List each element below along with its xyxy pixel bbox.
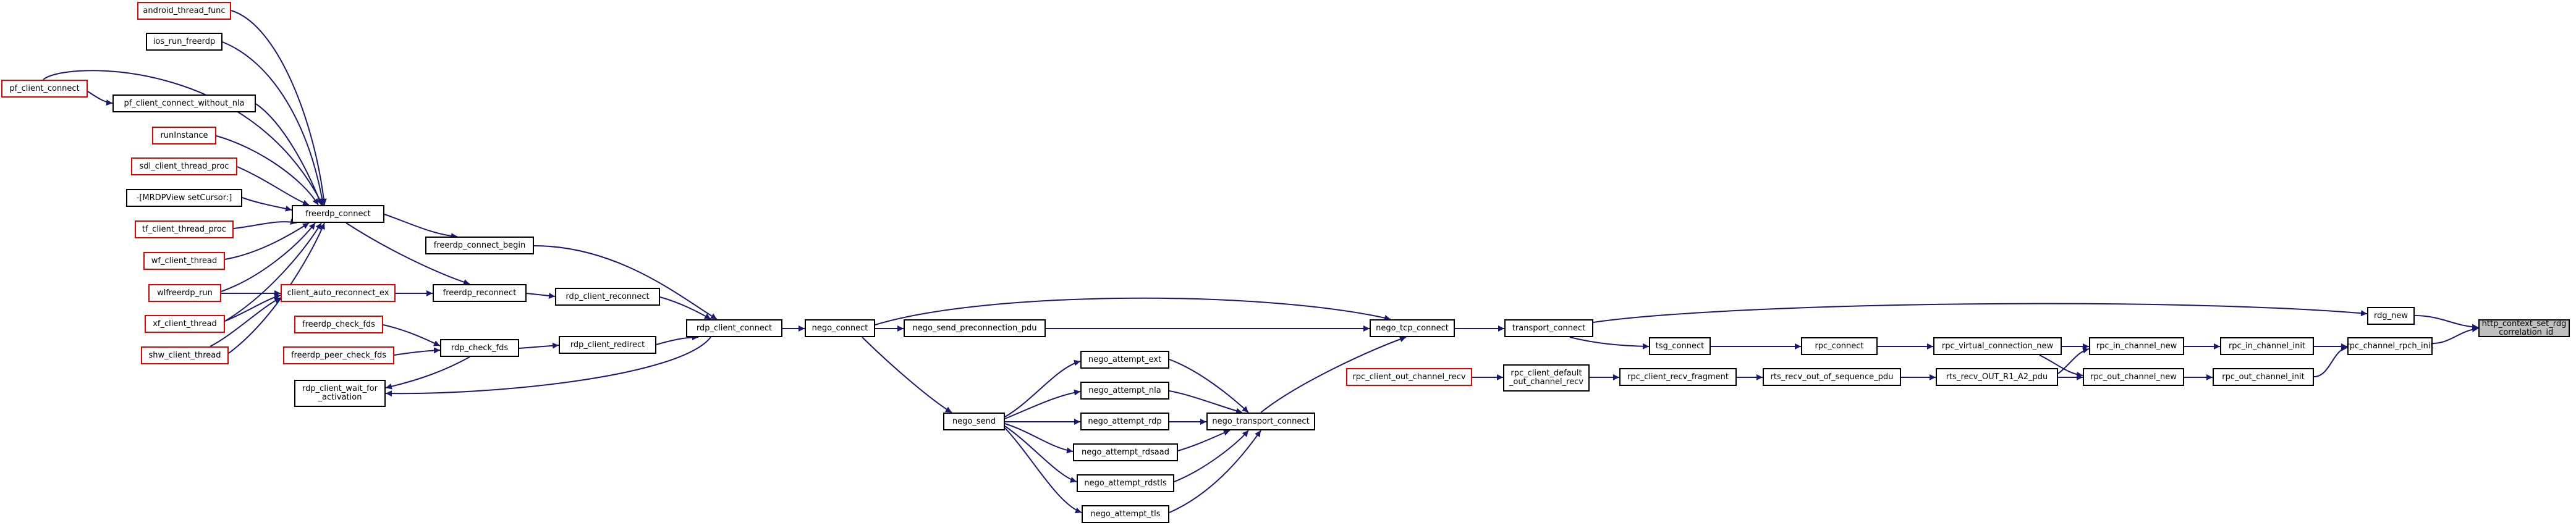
- node-android-thread-func[interactable]: android_thread_func: [137, 2, 231, 20]
- node-pf-client-connect-without-nla[interactable]: pf_client_connect_without_nla: [112, 94, 256, 112]
- node-rpc-client-recv-fragment[interactable]: rpc_client_recv_fragment: [1619, 368, 1737, 386]
- edge-send-to-rdsaad: [1004, 423, 1074, 454]
- node-nego-send-preconnection-pdu[interactable]: nego_send_preconnection_pdu: [904, 319, 1046, 337]
- edge-send-to-nla: [1004, 389, 1081, 419]
- edge-reconnect-to-client-connect: [659, 296, 711, 320]
- edge-xf-to-auto-reconnect: [224, 294, 281, 322]
- edge-ios-to-freerdp-connect: [222, 41, 326, 206]
- node-mrdpview-setcursor[interactable]: -[MRDPView setCursor:]: [126, 189, 242, 207]
- node-nego-attempt-tls[interactable]: nego_attempt_tls: [1082, 505, 1169, 523]
- node-nego-attempt-rdsaad[interactable]: nego_attempt_rdsaad: [1073, 443, 1178, 461]
- edge-transport-to-tsg: [1569, 337, 1650, 350]
- edge-peer-check-to-check: [394, 347, 441, 356]
- edge-android-to-freerdp-connect: [231, 10, 327, 206]
- node-rpc-client-out-channel-recv[interactable]: rpc_client_out_channel_recv: [1346, 368, 1472, 386]
- edge-send-to-tls: [1004, 427, 1082, 514]
- edge-pf-connect-to-freerdp-connect: [43, 70, 323, 206]
- edge-rdg-new-to-root: [2414, 315, 2479, 330]
- node-rdg-new[interactable]: rdg_new: [2367, 307, 2415, 325]
- edge-transport-to-rdg-new: [1593, 303, 2368, 323]
- node-nego-attempt-ext[interactable]: nego_attempt_ext: [1080, 351, 1169, 369]
- edge-runinstance-to-freerdp-connect: [216, 135, 319, 206]
- edge-ext-to-nego-transport: [1169, 359, 1249, 413]
- edge-rpch-init-to-root: [2432, 326, 2479, 344]
- node-rpc-out-channel-new[interactable]: rpc_out_channel_new: [2083, 368, 2184, 386]
- edge-send-to-ext: [1004, 359, 1081, 417]
- node-rts-recv-out-r1-a2-pdu[interactable]: rts_recv_OUT_R1_A2_pdu: [1936, 368, 2058, 386]
- node-tf-client-thread-proc[interactable]: tf_client_thread_proc: [135, 220, 234, 238]
- edge-send-to-rdstls: [1004, 425, 1077, 483]
- edge-freerdp-connect-to-reconnect: [345, 222, 470, 285]
- edge-check-fds-to-redirect: [519, 342, 559, 349]
- node-client-auto-reconnect-ex[interactable]: client_auto_reconnect_ex: [281, 284, 396, 302]
- node-nego-attempt-rdp[interactable]: nego_attempt_rdp: [1080, 413, 1169, 430]
- edge-rdsaad-to-nego-transport: [1177, 430, 1231, 451]
- node-rpc-in-channel-init[interactable]: rpc_in_channel_init: [2220, 337, 2314, 355]
- node-rdp-client-redirect[interactable]: rdp_client_redirect: [559, 336, 656, 354]
- edge-check-fds-to-wait: [385, 356, 470, 390]
- node-rpc-in-channel-new[interactable]: rpc_in_channel_new: [2089, 337, 2184, 355]
- node-rpc-virtual-connection-new[interactable]: rpc_virtual_connection_new: [1933, 337, 2062, 355]
- node-rts-recv-out-of-sequence-pdu[interactable]: rts_recv_out_of_sequence_pdu: [1763, 368, 1901, 386]
- edge-wlfreerdp-to-freerdp-connect: [221, 222, 316, 292]
- node-nego-tcp-connect[interactable]: nego_tcp_connect: [1370, 319, 1455, 337]
- edge-r1a2-to-in-new: [2057, 347, 2090, 374]
- edge-connect-begin-to-client-connect: [533, 245, 718, 320]
- edge-xf-to-freerdp-connect: [224, 222, 322, 322]
- node-wf-client-thread[interactable]: wf_client_thread: [143, 252, 225, 270]
- node-nego-transport-connect[interactable]: nego_transport_connect: [1206, 413, 1315, 430]
- node-freerdp-reconnect[interactable]: freerdp_reconnect: [433, 284, 527, 302]
- edge-wf-to-freerdp-connect: [224, 222, 310, 260]
- node-rdp-check-fds[interactable]: rdp_check_fds: [440, 339, 519, 357]
- edge-freerdp-connect-to-begin: [384, 214, 458, 240]
- node-rpc-out-channel-init[interactable]: rpc_out_channel_init: [2213, 368, 2314, 386]
- node-rpc-client-default-out-channel-recv[interactable]: rpc_client_default _out_channel_recv: [1503, 364, 1590, 392]
- edge-without-nla-to-freerdp-connect: [255, 103, 323, 206]
- node-xf-client-thread[interactable]: xf_client_thread: [145, 315, 225, 333]
- node-pf-client-connect[interactable]: pf_client_connect: [1, 80, 88, 98]
- node-rdp-client-wait-for-activation[interactable]: rdp_client_wait_for _activation: [294, 380, 386, 407]
- node-nego-attempt-nla[interactable]: nego_attempt_nla: [1080, 382, 1169, 400]
- node-nego-connect[interactable]: nego_connect: [805, 319, 875, 337]
- node-ios-run-freerdp[interactable]: ios_run_freerdp: [146, 33, 222, 51]
- node-nego-attempt-rdstls[interactable]: nego_attempt_rdstls: [1077, 474, 1174, 492]
- edge-tf-to-freerdp-connect: [233, 219, 297, 229]
- node-rpc-connect[interactable]: rpc_connect: [1801, 337, 1878, 355]
- edge-nego-transport-to-tcp: [1260, 336, 1407, 413]
- edge-client-connect-to-wait: [385, 337, 711, 397]
- node-rdp-client-reconnect[interactable]: rdp_client_reconnect: [555, 288, 660, 306]
- edge-pf-connect-to-without-nla: [87, 91, 113, 106]
- node-http-context-set-rdg-correlation-id[interactable]: http_context_set_rdg _correlation_id: [2478, 319, 2570, 337]
- edge-nla-to-nego-transport: [1169, 390, 1243, 414]
- node-freerdp-connect[interactable]: freerdp_connect: [292, 205, 384, 223]
- node-transport-connect[interactable]: transport_connect: [1504, 319, 1593, 337]
- node-tsg-connect[interactable]: tsg_connect: [1649, 337, 1711, 355]
- edge-tls-to-nego-transport: [1169, 430, 1261, 513]
- edge-sdl-to-freerdp-connect: [237, 166, 310, 206]
- node-rpc-channel-rpch-init[interactable]: rpc_channel_rpch_init: [2346, 337, 2434, 355]
- edge-freerdp-check-to-check: [383, 324, 441, 346]
- edge-nego-connect-to-send: [862, 337, 952, 413]
- node-wlfreerdp-run[interactable]: wlfreerdp_run: [148, 284, 221, 302]
- edge-shw-to-auto-reconnect: [210, 297, 281, 347]
- node-shw-client-thread[interactable]: shw_client_thread: [141, 346, 229, 364]
- node-runinstance[interactable]: runInstance: [152, 127, 216, 145]
- node-freerdp-connect-begin[interactable]: freerdp_connect_begin: [425, 237, 534, 254]
- node-freerdp-peer-check-fds[interactable]: freerdp_peer_check_fds: [283, 346, 394, 364]
- edge-rdstls-to-nego-transport: [1174, 430, 1249, 482]
- node-rdp-client-connect[interactable]: rdp_client_connect: [686, 319, 782, 337]
- edge-out-init-to-rpch: [2313, 345, 2348, 377]
- node-nego-send[interactable]: nego_send: [943, 413, 1005, 430]
- edge-redirect-to-client-connect: [656, 334, 699, 345]
- node-sdl-client-thread-proc[interactable]: sdl_client_thread_proc: [131, 157, 237, 175]
- node-freerdp-check-fds[interactable]: freerdp_check_fds: [294, 316, 383, 333]
- edge-mrdpview-to-freerdp-connect: [242, 197, 292, 212]
- edge-freerdp-reconnect-to-client-reconnect: [526, 292, 556, 299]
- edge-nego-connect-to-tcp: [875, 297, 1391, 325]
